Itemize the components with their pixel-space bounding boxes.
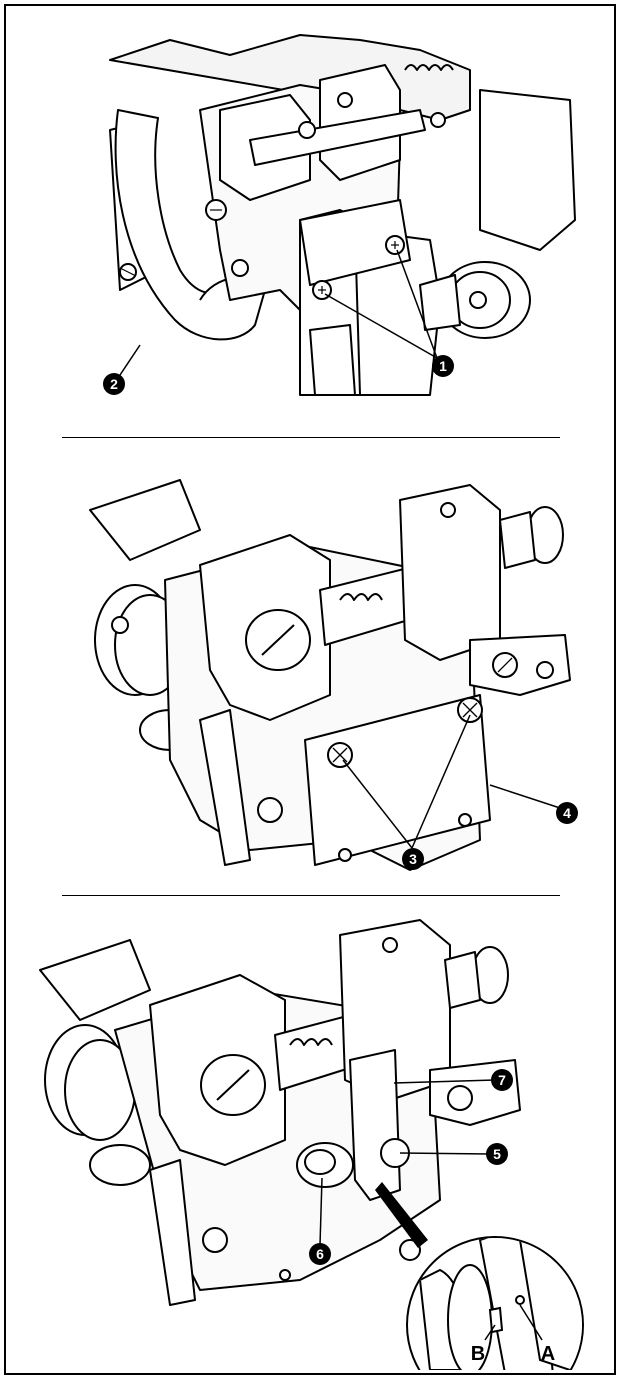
callout-3-marker (402, 848, 424, 870)
label-a: A (541, 1343, 555, 1365)
machine-illustration-1: 1 2 (103, 34, 576, 396)
callout-7-number: 7 (498, 1072, 506, 1088)
callout-4-marker (556, 802, 578, 824)
callout-5-marker (486, 1143, 508, 1165)
machine-illustration-2: 3 4 (89, 479, 578, 871)
callout-1-marker (432, 355, 454, 377)
callout-7-marker (491, 1069, 513, 1091)
callout-5-number: 5 (493, 1146, 501, 1162)
callout-2-marker (103, 373, 125, 395)
section-divider-2 (62, 895, 560, 896)
detail-zoom-circle (406, 1236, 584, 1370)
label-b: B (471, 1343, 485, 1365)
callout-4-number: 4 (563, 805, 571, 821)
illustration-panel-1: 1 2 (0, 0, 622, 410)
illustration-panel-3: 7 5 6 B A (0, 900, 622, 1370)
callout-3-number: 3 (409, 851, 417, 867)
callout-2-number: 2 (110, 376, 118, 392)
machine-illustration-3: 7 5 6 B A (39, 919, 584, 1370)
illustration-panel-2: 3 4 (0, 440, 622, 880)
callout-6-marker (309, 1243, 331, 1265)
section-divider-1 (62, 437, 560, 438)
callout-1-number: 1 (439, 358, 447, 374)
callout-6-number: 6 (316, 1246, 324, 1262)
